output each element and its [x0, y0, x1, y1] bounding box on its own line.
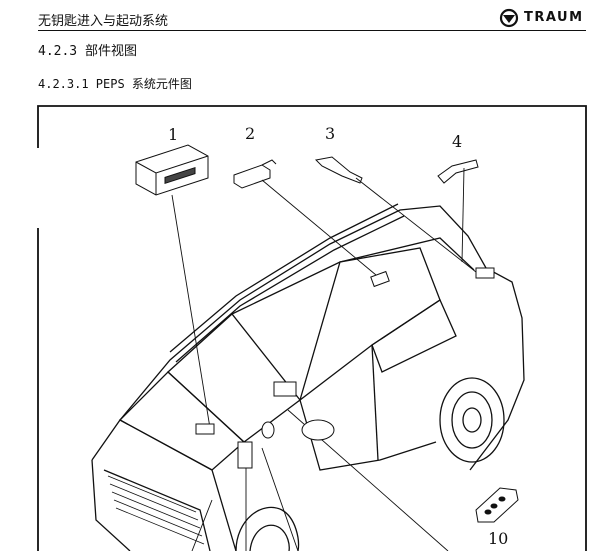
header-title: 无钥匙进入与起动系统 [38, 14, 169, 29]
callout-1: 1 [168, 125, 178, 144]
callout-2: 2 [245, 124, 255, 143]
leader-lines [171, 167, 477, 551]
diagram-frame [37, 105, 587, 551]
callout-10: 10 [488, 529, 508, 548]
front-grille [107, 475, 205, 545]
brand-name: TRAUM [524, 10, 584, 25]
peps-control-module [135, 144, 209, 196]
traum-logo-icon [499, 8, 589, 28]
callout-4: 4 [452, 132, 462, 151]
callout-3: 3 [325, 124, 335, 143]
antenna-4 [437, 159, 479, 184]
vehicle-outline [91, 203, 525, 551]
antenna-2 [233, 159, 277, 189]
installed-components [195, 267, 495, 469]
antenna-3 [314, 156, 363, 184]
header-divider [38, 30, 586, 31]
subsection-heading: 4.2.3.1 PEPS 系统元件图 [38, 77, 192, 91]
section-heading: 4.2.3 部件视图 [38, 44, 137, 59]
key-fob-icon [475, 487, 519, 523]
